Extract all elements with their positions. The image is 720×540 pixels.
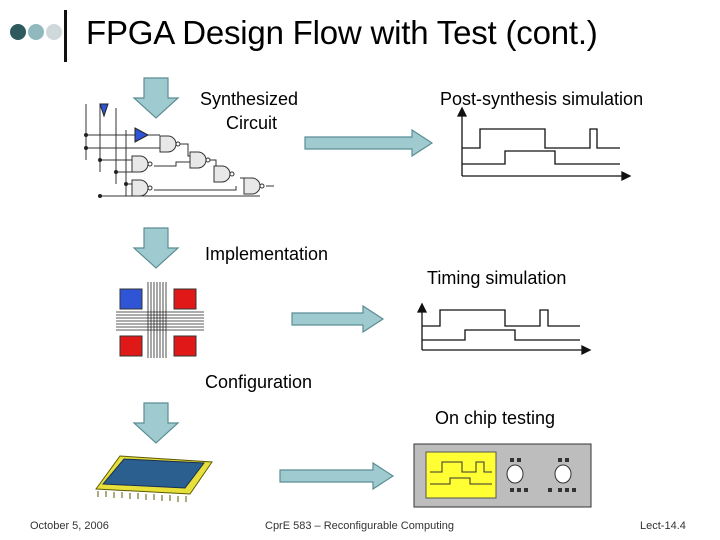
- buffer-triangle-icon: [134, 127, 150, 143]
- flow-arrow-right-post-synthesis: [304, 128, 434, 158]
- label-on-chip-testing: On chip testing: [435, 408, 556, 428]
- logic-gate-icon: [189, 151, 211, 169]
- label-implementation: Implementation: [205, 244, 329, 264]
- test-instrument-icon: [413, 443, 592, 508]
- decoration-dot-mid: [28, 24, 44, 40]
- logic-gate-icon: [131, 179, 153, 197]
- label-post-synthesis-simulation: Post-synthesis simulation: [440, 89, 644, 109]
- circuit-junction-dots: [84, 133, 128, 198]
- page-title: FPGA Design Flow with Test (cont.): [86, 14, 598, 51]
- decoration-dot-light: [46, 24, 62, 40]
- instrument-knob: [506, 464, 524, 484]
- flow-arrow-right-timing: [291, 304, 385, 334]
- title-decoration-dots: [10, 22, 66, 42]
- flow-arrow-down-implementation: [133, 227, 179, 269]
- footer-date: October 5, 2006: [30, 520, 109, 532]
- instrument-knob: [554, 464, 572, 484]
- logic-block-red: [173, 335, 197, 357]
- instrument-screen: [425, 451, 497, 499]
- logic-gate-icon: [213, 165, 235, 183]
- logic-gate-icon: [131, 155, 153, 173]
- buffer-triangle-icon: [99, 103, 109, 118]
- logic-block-red: [119, 335, 143, 357]
- flow-arrow-right-on-chip: [279, 461, 395, 491]
- fpga-chip-icon: [95, 455, 213, 502]
- title-divider-bar: [64, 10, 67, 62]
- footer-page-number: Lect-14.4: [640, 520, 686, 532]
- logic-block-red: [173, 288, 197, 310]
- label-timing-simulation: Timing simulation: [427, 268, 567, 288]
- logic-block-blue: [119, 288, 143, 310]
- flow-arrow-down-configuration: [133, 402, 179, 444]
- post-synthesis-waveform: [456, 106, 632, 182]
- flow-arrow-down-synthesis: [133, 77, 179, 119]
- footer-course: CprE 583 – Reconfigurable Computing: [265, 520, 454, 532]
- timing-waveform: [416, 302, 592, 356]
- logic-gate-icon: [159, 135, 181, 153]
- label-configuration: Configuration: [205, 372, 313, 392]
- fpga-fabric-icon: [116, 282, 204, 358]
- label-circuit: Circuit: [226, 113, 278, 133]
- decoration-dot-dark: [10, 24, 26, 40]
- label-synthesized: Synthesized: [200, 89, 299, 109]
- logic-gate-icon: [243, 177, 265, 195]
